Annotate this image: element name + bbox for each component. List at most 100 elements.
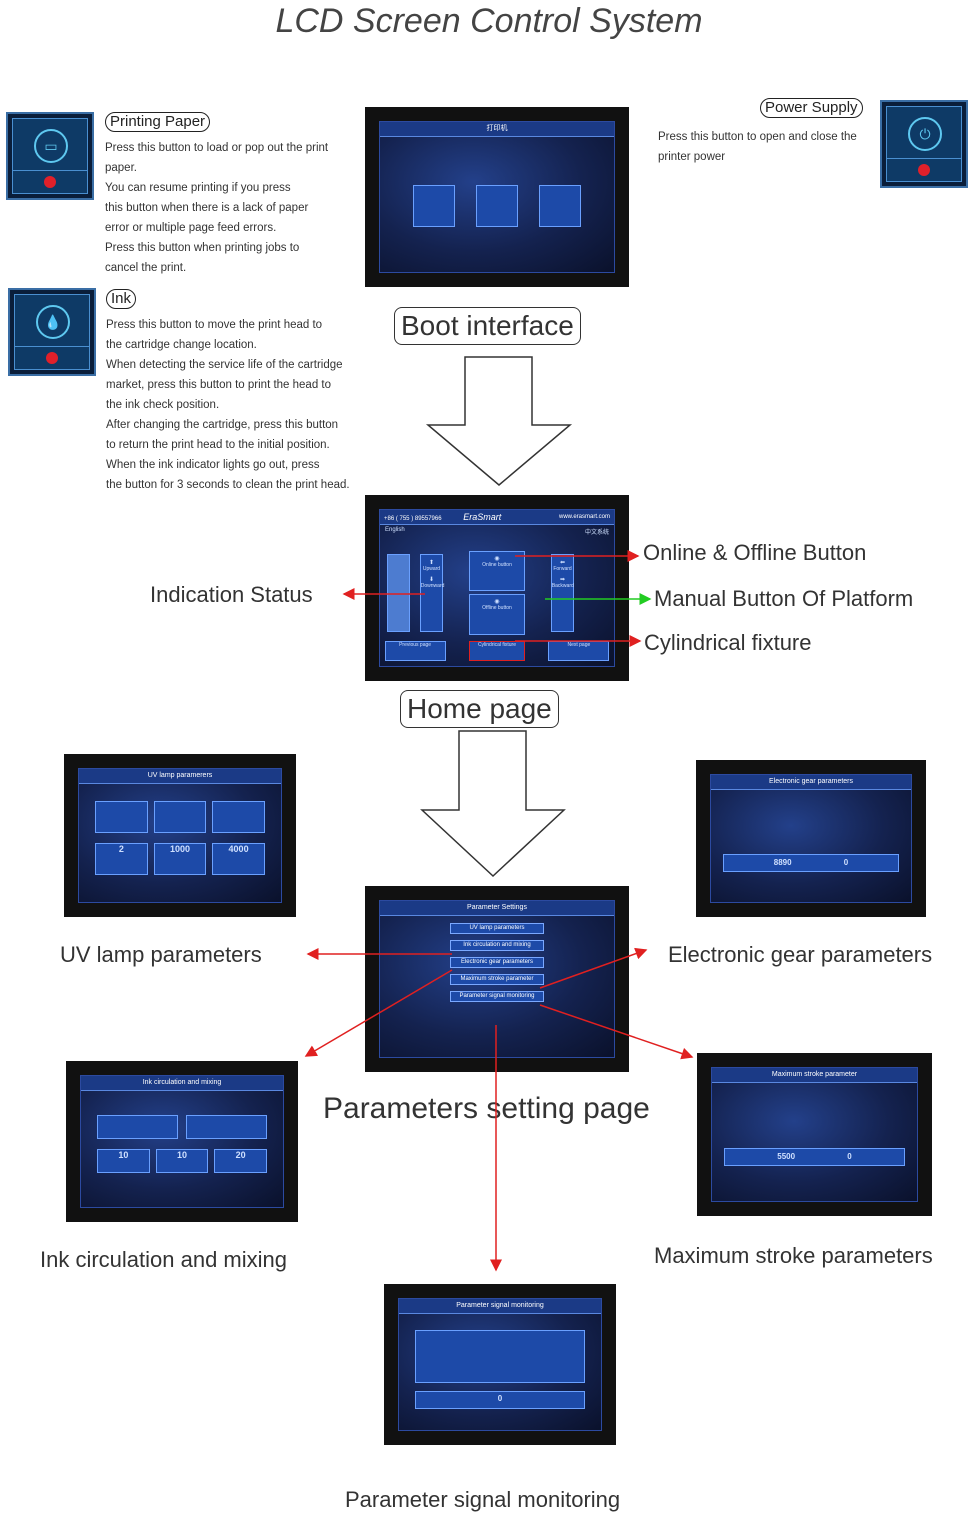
desc-line: the cartridge change location. xyxy=(106,339,257,351)
desc-line: Press this button to load or pop out the… xyxy=(105,142,329,154)
to-gear-arrow xyxy=(539,947,648,989)
desc-line: paper. xyxy=(105,162,137,174)
gear-input: 0 xyxy=(843,857,849,867)
parameters-page-label: Parameters setting page xyxy=(323,1092,650,1125)
printing-paper-desc: Press this button to load or pop out the… xyxy=(105,138,365,278)
signal-title-bar: Parameter signal monitoring xyxy=(399,1299,601,1314)
ink-circulation-screen: Ink circulation and mixing 10 10 20 xyxy=(66,1061,298,1222)
home-to-params-arrow xyxy=(420,730,566,878)
signal-monitoring-screen: Parameter signal monitoring 0 xyxy=(384,1284,616,1445)
online-button-tile: ◉Online button xyxy=(468,550,526,592)
power-icon: ⏻ xyxy=(908,117,942,151)
offline-label: Offline button xyxy=(482,605,512,612)
lang-left: English xyxy=(385,527,405,533)
param-item: UV lamp parameters xyxy=(450,923,544,934)
ink-circ-title-bar: Ink circulation and mixing xyxy=(81,1076,283,1091)
ink-tag: Ink xyxy=(106,289,137,309)
home-top-bar: +86 ( 755 ) 89557966 EraSmart www.erasma… xyxy=(380,510,614,525)
parameters-screen: Parameter Settings UV lamp parameters In… xyxy=(365,886,629,1072)
gear-system-data: 8890 xyxy=(773,857,792,867)
uv-lamp-screen: UV lamp paramerers 2 1000 4000 xyxy=(64,754,296,917)
uv-value: 4000 xyxy=(212,843,265,876)
indication-status-callout: Indication Status xyxy=(150,582,313,607)
desc-line: the button for 3 seconds to clean the pr… xyxy=(106,479,350,491)
online-label: Online button xyxy=(482,561,512,568)
ink-circulation-label: Ink circulation and mixing xyxy=(40,1247,288,1272)
param-item: Maximum stroke parameter xyxy=(450,974,544,985)
param-item: Parameter signal monitoring xyxy=(450,991,544,1002)
desc-line: the ink check position. xyxy=(106,399,220,411)
desc-line: Press this button to open and close the xyxy=(658,131,857,143)
stroke-new-data: 0 xyxy=(847,1151,852,1161)
uv-tile xyxy=(95,800,148,833)
params-title-bar: Parameter Settings xyxy=(380,901,614,916)
paper-icon: ▭ xyxy=(34,129,68,163)
indication-status-panel xyxy=(387,553,411,632)
max-stroke-screen: Maximum stroke parameter 5500 0 xyxy=(697,1053,932,1216)
printing-paper-block: Printing Paper Press this button to load… xyxy=(105,112,365,278)
param-item: Ink circulation and mixing xyxy=(450,940,544,951)
paper-tile xyxy=(412,185,455,227)
boot-interface-screen: 打印机 xyxy=(365,107,629,287)
screen-title-bar: 打印机 xyxy=(380,122,614,137)
indicator-dot-icon xyxy=(918,164,930,176)
printing-paper-tag: Printing Paper xyxy=(105,112,211,132)
offline-button-tile: ◉Offline button xyxy=(468,594,526,635)
ink-circ-tile xyxy=(186,1115,267,1139)
signal-grid xyxy=(415,1330,585,1383)
ink-desc: Press this button to move the print head… xyxy=(106,315,386,495)
ink-drop-icon: 💧 xyxy=(36,305,70,339)
boot-to-home-arrow xyxy=(425,356,573,486)
cylindrical-fixture-callout: Cylindrical fixture xyxy=(644,630,812,655)
uv-title-bar: UV lamp paramerers xyxy=(79,769,281,784)
platform-manual-left: ⬆Upward ⬇Downward xyxy=(419,553,445,632)
ink-tile xyxy=(475,185,519,227)
electronic-gear-label: Electronic gear parameters xyxy=(668,942,933,967)
desc-line: error or multiple page feed errors. xyxy=(105,222,277,234)
desc-line: When the ink indicator lights go out, pr… xyxy=(106,459,320,471)
ink-circ-tile xyxy=(97,1115,178,1139)
max-stroke-label: Maximum stroke parameters xyxy=(654,1243,933,1268)
power-tile xyxy=(539,185,582,227)
indicator-dot-icon xyxy=(46,352,58,364)
gear-title-bar: Electronic gear parameters xyxy=(711,775,911,790)
desc-line: printer power xyxy=(658,151,726,163)
desc-line: When detecting the service life of the c… xyxy=(106,359,343,371)
param-item: Electronic gear parameters xyxy=(450,957,544,968)
platform-manual-right: ⬅Forward ➡Backward xyxy=(550,553,575,632)
page-title: LCD Screen Control System xyxy=(275,2,703,40)
online-offline-callout: Online & Offline Button xyxy=(643,540,867,565)
stroke-system-param: 5500 xyxy=(777,1151,796,1161)
ink-button-icon: 💧 xyxy=(8,288,96,376)
power-supply-desc: Press this button to open and close the … xyxy=(658,127,878,167)
ink-circ-value: 10 xyxy=(155,1149,209,1173)
manual-platform-callout: Manual Button Of Platform xyxy=(654,586,914,611)
ink-circ-value: 10 xyxy=(97,1149,150,1173)
desc-line: market, press this button to print the h… xyxy=(106,379,332,391)
forward-label: Forward xyxy=(553,565,572,572)
lang-right: 中文系统 xyxy=(584,530,609,536)
upward-label: Upward xyxy=(422,565,441,572)
power-supply-tag-wrap: Power Supply xyxy=(760,98,863,118)
cyl-fixture-tile: Cylindrical fixture xyxy=(468,641,526,662)
uv-lamp-label: UV lamp parameters xyxy=(60,942,262,967)
power-supply-tag: Power Supply xyxy=(760,98,863,118)
signal-monitoring-label: Parameter signal monitoring xyxy=(345,1487,621,1512)
signal-value: 0 xyxy=(415,1390,585,1410)
desc-line: Press this button to move the print head… xyxy=(106,319,323,331)
prev-page-tile: Previous page xyxy=(384,641,446,662)
desc-line: this button when there is a lack of pape… xyxy=(105,202,309,214)
home-page-screen: +86 ( 755 ) 89557966 EraSmart www.erasma… xyxy=(365,495,629,681)
gear-data-row: 8890 0 xyxy=(723,853,899,872)
phone-text: +86 ( 755 ) 89557966 xyxy=(384,516,442,522)
boot-interface-label: Boot interface xyxy=(394,307,581,345)
indicator-dot-icon xyxy=(44,176,56,188)
stroke-title-bar: Maximum stroke parameter xyxy=(712,1068,917,1083)
to-stroke-arrow xyxy=(539,1004,694,1060)
stroke-data-row: 5500 0 xyxy=(724,1147,905,1167)
desc-line: cancel the print. xyxy=(105,262,187,274)
electronic-gear-screen: Electronic gear parameters 8890 0 xyxy=(696,760,926,917)
downward-label: Downward xyxy=(420,582,445,589)
power-button-icon: ⏻ xyxy=(880,100,968,188)
uv-tile xyxy=(212,800,265,833)
